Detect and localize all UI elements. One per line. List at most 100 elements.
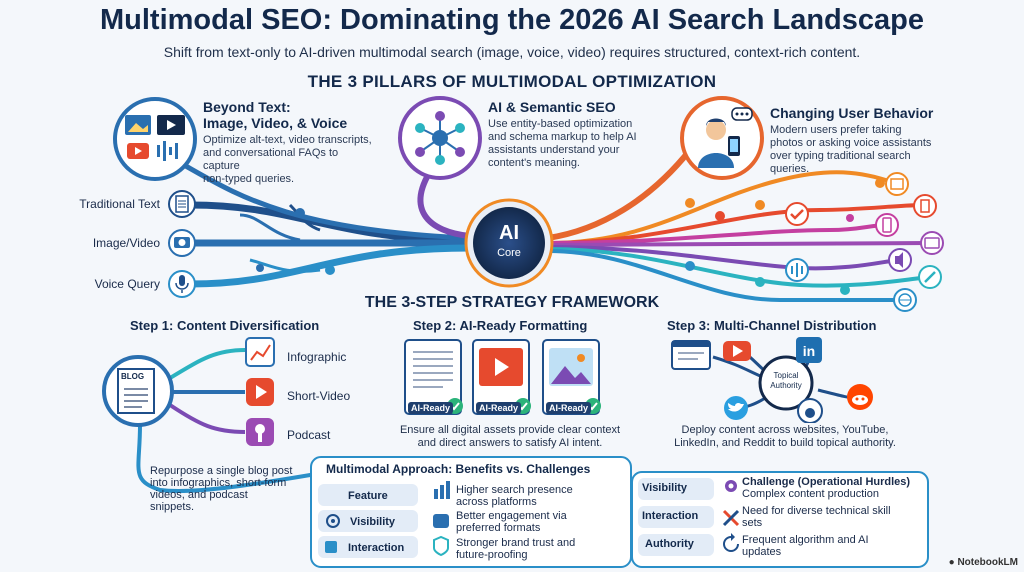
pillar-2-title: AI & Semantic SEO bbox=[488, 99, 616, 115]
hub-label-line: Topical bbox=[773, 371, 799, 380]
challenge-heading: Challenge (Operational Hurdles) bbox=[742, 476, 911, 488]
ai-ready-tag: AI-Ready bbox=[546, 402, 592, 414]
flow-line-voice bbox=[189, 244, 471, 288]
topical-authority-label: Topical Authority bbox=[760, 371, 812, 391]
step-3-desc: Deploy content across websites, YouTube,… bbox=[650, 424, 920, 450]
challenge-text: sets bbox=[742, 517, 763, 529]
pillar-1-desc-line: non-typed queries. bbox=[203, 173, 295, 185]
pillar-1-desc-line: Optimize alt-text, video transcripts, bbox=[203, 134, 372, 146]
notebooklm-label: NotebookLM bbox=[957, 557, 1018, 568]
step-1-desc-line: snippets. bbox=[150, 501, 195, 513]
step-2-title: Step 2: AI-Ready Formatting bbox=[413, 318, 588, 333]
benefit-text: across platforms bbox=[456, 496, 537, 508]
pillar-3-desc-line: queries. bbox=[770, 163, 810, 175]
pillar-3-title: Changing User Behavior bbox=[770, 105, 934, 121]
format-podcast: Podcast bbox=[287, 428, 331, 442]
engagement-icon bbox=[433, 514, 449, 528]
table-label-interaction: Interaction bbox=[348, 542, 405, 554]
benefit-text: Stronger brand trust and bbox=[456, 537, 576, 549]
challenge-text: Complex content production bbox=[742, 488, 879, 500]
challenge-row: Need for diverse technical skill sets bbox=[742, 505, 891, 529]
pillar-2: AI & Semantic SEO Use entity-based optim… bbox=[488, 99, 663, 170]
pillar-3: Changing User Behavior Modern users pref… bbox=[770, 105, 950, 176]
table-heading: Multimodal Approach: Benefits vs. Challe… bbox=[326, 462, 591, 476]
bar-chart-icon bbox=[434, 489, 438, 499]
pillar-1-title-line2: Image, Video, & Voice bbox=[203, 115, 348, 131]
ai-ready-tag: AI-Ready bbox=[408, 402, 454, 414]
refresh-icon bbox=[723, 536, 739, 552]
pillar-3-desc-line: Modern users prefer taking bbox=[770, 124, 902, 136]
benefit-text: preferred formats bbox=[456, 522, 541, 534]
challenge-row: Challenge (Operational Hurdles) Complex … bbox=[742, 476, 910, 500]
input-label-text: Traditional Text bbox=[79, 197, 160, 211]
page-title: Multimodal SEO: Dominating the 2026 AI S… bbox=[100, 4, 924, 36]
linkedin-icon bbox=[796, 337, 822, 363]
pillar-2-desc-line: Use entity-based optimization bbox=[488, 118, 633, 130]
step-3-title: Step 3: Multi-Channel Distribution bbox=[667, 318, 877, 333]
output-icons bbox=[785, 172, 944, 312]
format-infographic: Infographic bbox=[287, 350, 347, 364]
input-label-image: Image/Video bbox=[92, 236, 160, 250]
ai-ready-tag: AI-Ready bbox=[476, 402, 522, 414]
doc-icon bbox=[913, 194, 937, 218]
step-1-desc-line: videos, and podcast bbox=[150, 489, 248, 501]
phone-icon bbox=[875, 213, 899, 237]
pillar-1-desc-line: and conversational FAQs to capture bbox=[203, 147, 339, 172]
step-1-desc: Repurpose a single blog post into infogr… bbox=[150, 465, 300, 513]
pillar-2-desc-line: content's meaning. bbox=[488, 157, 580, 169]
pillar-2-desc-line: and schema markup to help AI bbox=[488, 131, 637, 143]
pillar-3-desc-line: photos or asking voice assistants bbox=[770, 137, 932, 149]
benefit-text: future-proofing bbox=[456, 549, 528, 561]
step-3-desc-line: LinkedIn, and Reddit to build topical au… bbox=[674, 437, 896, 449]
step-2-desc: Ensure all digital assets provide clear … bbox=[375, 424, 645, 450]
benefit-row: Better engagement via preferred formats bbox=[456, 510, 567, 534]
step-1-title: Step 1: Content Diversification bbox=[130, 318, 320, 333]
input-icons bbox=[168, 190, 196, 298]
benefits-table-frame bbox=[310, 456, 929, 568]
page-subtitle: Shift from text-only to AI-driven multim… bbox=[163, 44, 861, 60]
user-phone-icon bbox=[680, 96, 764, 180]
benefit-row: Stronger brand trust and future-proofing bbox=[456, 537, 575, 561]
step-3-desc-line: Deploy content across websites, YouTube, bbox=[681, 424, 889, 436]
svg-text:in: in bbox=[803, 343, 815, 359]
infographic-icon bbox=[245, 337, 275, 367]
check-icon bbox=[785, 202, 809, 226]
pillar-1-title-line1: Beyond Text: bbox=[203, 99, 291, 115]
blog-icon bbox=[102, 355, 174, 427]
eye-icon bbox=[326, 514, 340, 528]
benefit-row: Higher search presence across platforms bbox=[456, 484, 573, 508]
image-icon bbox=[885, 172, 909, 196]
ai-core bbox=[473, 207, 545, 279]
semantic-network-icon bbox=[398, 96, 482, 180]
strategy-heading: THE 3-STEP STRATEGY FRAMEWORK bbox=[364, 294, 660, 311]
notebooklm-badge: ● NotebookLM bbox=[949, 557, 1018, 568]
notebooklm-logo-icon: ● bbox=[948, 557, 955, 568]
challenge-row: Frequent algorithm and AI updates bbox=[742, 534, 869, 558]
benefit-text: Better engagement via bbox=[456, 510, 567, 522]
table-label-interaction-right: Interaction bbox=[642, 510, 699, 522]
blog-label: BLOG bbox=[121, 372, 145, 381]
format-icons bbox=[245, 337, 275, 446]
ai-core-sublabel: Core bbox=[497, 247, 521, 259]
step-1-desc-line: into infographics, short-form bbox=[150, 477, 287, 489]
pillar-1: Beyond Text: Image, Video, & Voice Optim… bbox=[203, 99, 373, 186]
challenge-text: Frequent algorithm and AI bbox=[742, 534, 869, 546]
format-short-video: Short-Video bbox=[287, 389, 351, 403]
table-label-visibility-right: Visibility bbox=[642, 482, 688, 494]
pillar-2-desc-line: assistants understand your bbox=[488, 144, 620, 156]
pillar-3-desc-line: over typing traditional search bbox=[770, 150, 911, 162]
table-label-visibility: Visibility bbox=[350, 516, 396, 528]
ai-ready-assets bbox=[404, 339, 601, 415]
media-icon-cluster bbox=[113, 97, 197, 181]
interaction-icon bbox=[325, 541, 337, 553]
table-label-feature: Feature bbox=[348, 490, 388, 502]
step-2-desc-line: Ensure all digital assets provide clear … bbox=[399, 424, 621, 436]
input-label-voice: Voice Query bbox=[94, 277, 160, 291]
benefit-text: Higher search presence bbox=[456, 484, 573, 496]
step-2-desc-line: and direct answers to satisfy AI intent. bbox=[417, 437, 603, 449]
challenge-text: updates bbox=[742, 546, 782, 558]
hub-label-line: Authority bbox=[770, 381, 802, 390]
topical-authority-hub bbox=[758, 355, 814, 411]
channel-icons: in bbox=[671, 337, 873, 423]
ai-core-label: AI bbox=[499, 222, 519, 244]
